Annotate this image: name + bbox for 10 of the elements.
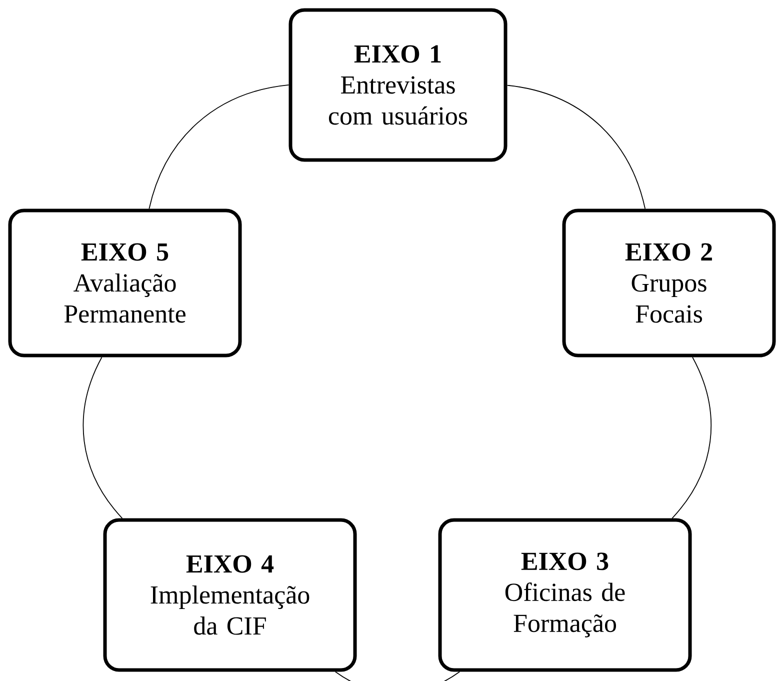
connector-arc (82, 356, 123, 519)
axis-box: EIXO 4 Implementação da CIF (103, 518, 357, 672)
axis-box: EIXO 2 Grupos Focais (562, 208, 776, 358)
connector-arc (148, 84, 290, 210)
connector-arc (672, 356, 712, 519)
axis-box: EIXO 1 Entrevistas com usuários (288, 8, 508, 162)
connector-arc (506, 84, 646, 210)
axis-box: EIXO 3 Oficinas de Formação (438, 518, 692, 672)
axis-box: EIXO 5 Avaliação Permanente (8, 208, 242, 358)
connector-arc (334, 671, 460, 681)
